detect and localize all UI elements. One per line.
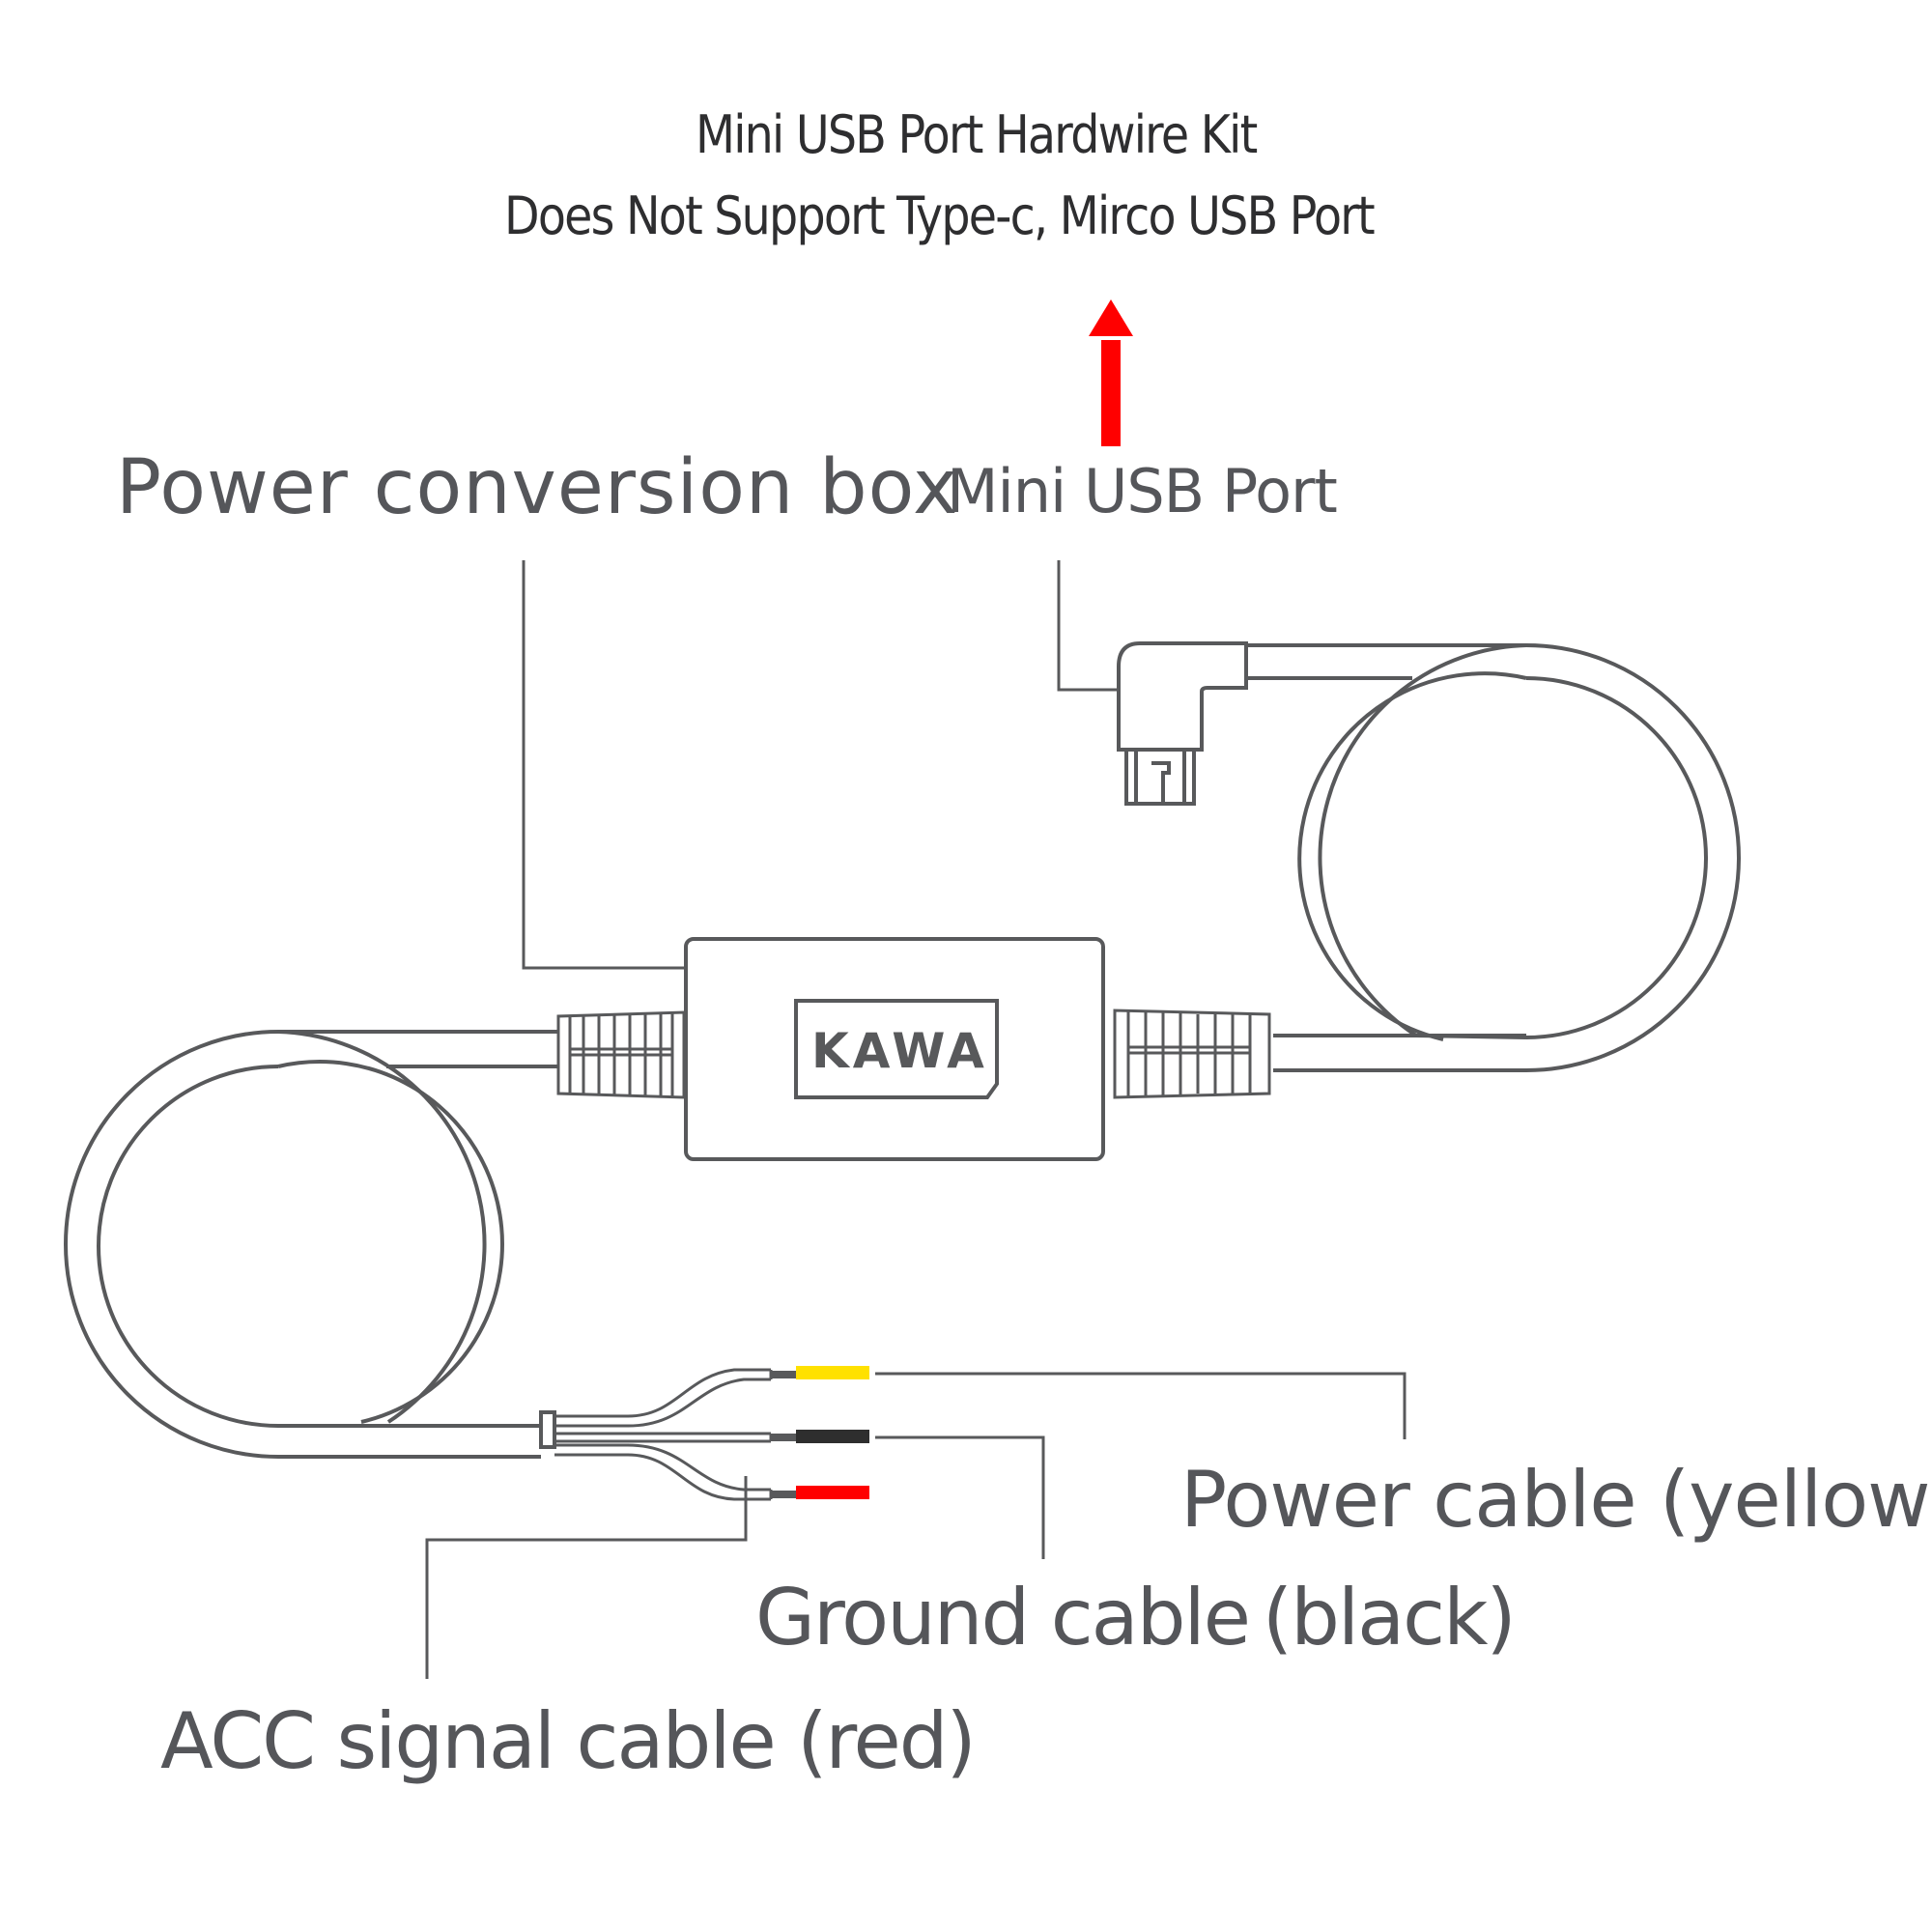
cable-loop-right — [1246, 643, 1741, 1072]
strain-relief-right — [1113, 1009, 1271, 1099]
acc-wire-tip-red — [796, 1486, 869, 1499]
leader-acc-cable — [425, 1476, 748, 1679]
leader-mini-usb — [1057, 560, 1117, 692]
arrow-up-icon — [1089, 299, 1133, 446]
brand-logo: KAWA — [811, 1023, 988, 1079]
strain-relief-left — [556, 1010, 686, 1099]
label-mini-usb-port: Mini USB Port — [947, 456, 1338, 526]
split-wires — [554, 1368, 773, 1501]
power-conversion-box — [684, 937, 1105, 1161]
leader-power-cable — [875, 1372, 1406, 1439]
ground-wire-tip-black — [796, 1430, 869, 1443]
leader-power-box — [522, 560, 686, 970]
brand-plate — [794, 999, 999, 1099]
label-acc-signal-cable: ACC signal cable (red) — [160, 1696, 977, 1786]
label-power-conversion-box: Power conversion box — [116, 444, 959, 531]
label-ground-cable: Ground cable (black) — [755, 1573, 1517, 1662]
label-power-cable: Power cable (yellow) — [1180, 1455, 1932, 1545]
leader-ground-cable — [875, 1435, 1045, 1559]
title-line-2: Does Not Support Type-c, Mirco USB Port — [504, 185, 1376, 246]
cable-loop-left — [64, 1030, 558, 1459]
mini-usb-plug — [1117, 641, 1248, 806]
power-wire-tip-yellow — [796, 1366, 869, 1379]
title-line-1: Mini USB Port Hardwire Kit — [696, 104, 1258, 165]
